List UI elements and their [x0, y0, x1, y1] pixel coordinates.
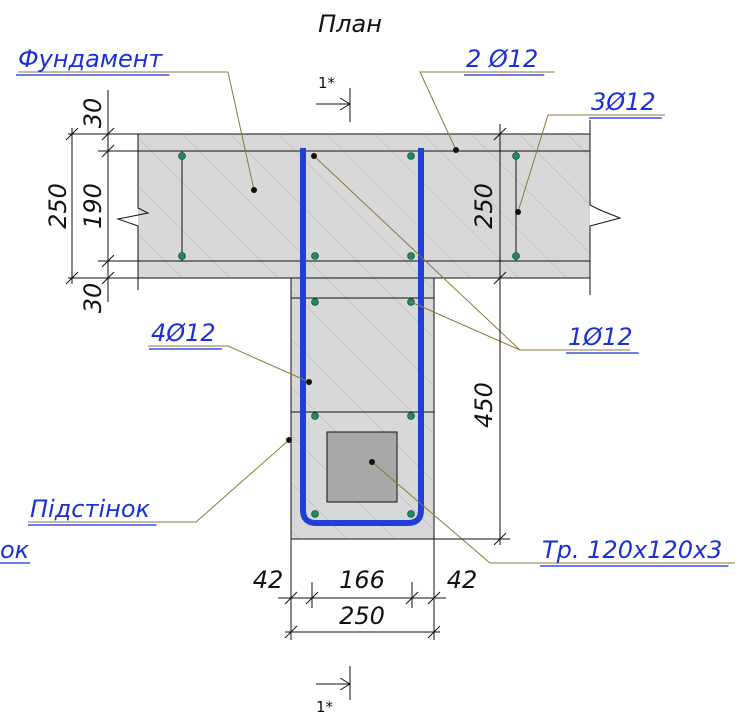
bottom-dimensions: [278, 539, 446, 640]
section-mark-top: [316, 88, 351, 122]
dim-166: 166: [339, 566, 385, 594]
dim-450: 450: [470, 382, 498, 428]
label-plinth: Підстінок: [30, 495, 151, 523]
rebar-u-bar: [300, 148, 424, 526]
label-cut-left: ок: [0, 536, 30, 564]
rebar-dots: [178, 152, 520, 518]
dim-30-bottom: 30: [79, 283, 107, 314]
section-label-bottom: 1*: [316, 698, 334, 715]
section-label-top: 1*: [318, 74, 336, 92]
dim-30-top: 30: [79, 98, 107, 129]
dim-250-left: 250: [44, 183, 72, 229]
label-side-bars: 3Ø12: [591, 88, 656, 116]
left-dimensions: [65, 90, 138, 302]
dim-190: 190: [79, 183, 107, 229]
label-foundation: Фундамент: [18, 45, 163, 73]
label-corner-bars: 4Ø12: [151, 319, 216, 347]
dim-250-right: 250: [470, 183, 498, 229]
leader-points: [251, 147, 521, 465]
label-single-bar: 1Ø12: [568, 323, 633, 351]
leader-lines: [18, 71, 735, 564]
right-dimensions: [434, 124, 510, 546]
dim-42-left: 42: [253, 566, 284, 594]
steel-tube: [326, 431, 398, 503]
dim-42-right: 42: [447, 566, 478, 594]
drawing-title: План: [318, 10, 382, 38]
dim-250-bottom: 250: [339, 602, 385, 630]
section-mark-bottom: [316, 666, 351, 700]
label-top-bars: 2 Ø12: [466, 45, 538, 73]
label-tube: Тр. 120х120х3: [542, 536, 722, 564]
